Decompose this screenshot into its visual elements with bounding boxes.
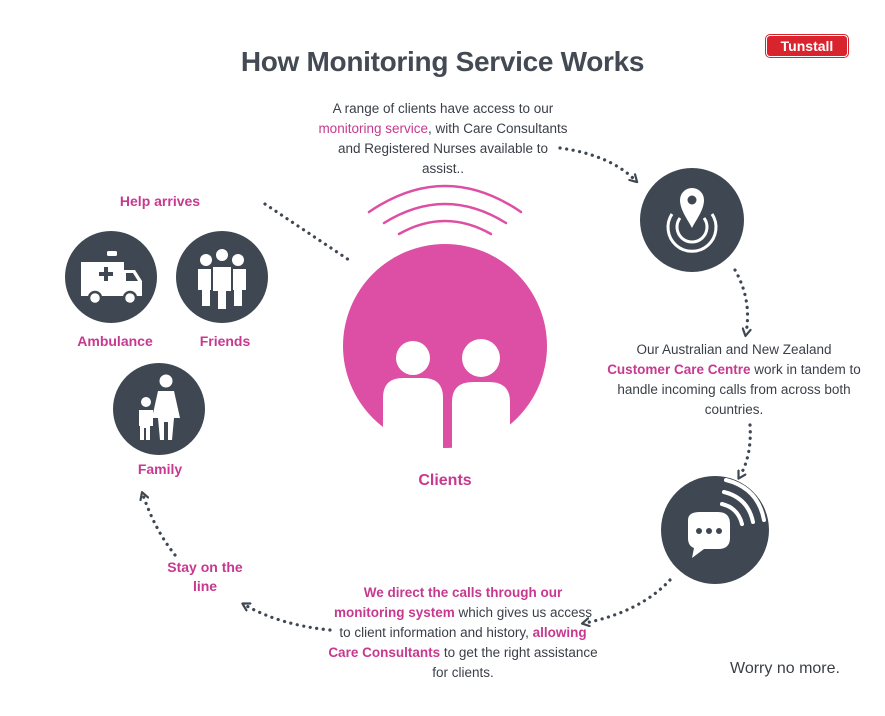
step2-highlight: Customer Care Centre [607,362,751,377]
step3-text-post: to get the right assistance for clients. [432,645,598,680]
step3-highlight-1: We direct the calls through our monitori… [333,585,563,620]
step-direct-calls-text: We direct the calls through our monitori… [328,583,598,683]
step3-text-mid: which gives us access to client informat… [339,605,593,640]
family-icon [113,363,205,455]
help-link-line [263,202,354,264]
page-title: How Monitoring Service Works [240,46,645,77]
arrow-to-direct-text [585,578,672,623]
signal-waves-icon [367,184,523,236]
help-arrives-label: Help arrives [119,193,201,209]
step1-text-post: , with Care Consultants and Registered N… [337,121,568,176]
step1-text-pre: A range of clients have access to our [332,101,554,116]
tunstall-logo: Tunstall [767,36,847,56]
step-clients-access-text: A range of clients have access to our mo… [318,99,568,179]
arrow-to-stay-text [245,605,332,632]
tagline: Worry no more. [730,660,840,677]
step2-text-pre: Our Australian and New Zealand [636,342,832,357]
chat-signal-icon [661,476,769,584]
arrow-to-location [558,146,635,180]
stay-on-line-label: Stay on the line [167,559,243,594]
step2-text-post: work in tandem to handle incoming calls … [617,362,861,417]
friends-label: Friends [199,333,251,349]
arrow-to-centre-text [733,268,748,333]
clients-label: Clients [418,472,472,489]
family-label: Family [137,461,183,477]
step3-highlight-2: allowing Care Consultants [328,625,587,660]
ambulance-label: Ambulance [77,333,153,349]
arrow-to-chat [740,423,752,476]
friends-group-icon [176,231,268,323]
location-pin-icon [640,168,744,272]
step1-highlight: monitoring service [318,121,428,136]
ambulance-icon [65,231,157,323]
clients-people-icon [343,244,547,448]
step-care-centre-text: Our Australian and New Zealand Customer … [604,340,864,420]
arrow-to-family [143,495,177,557]
